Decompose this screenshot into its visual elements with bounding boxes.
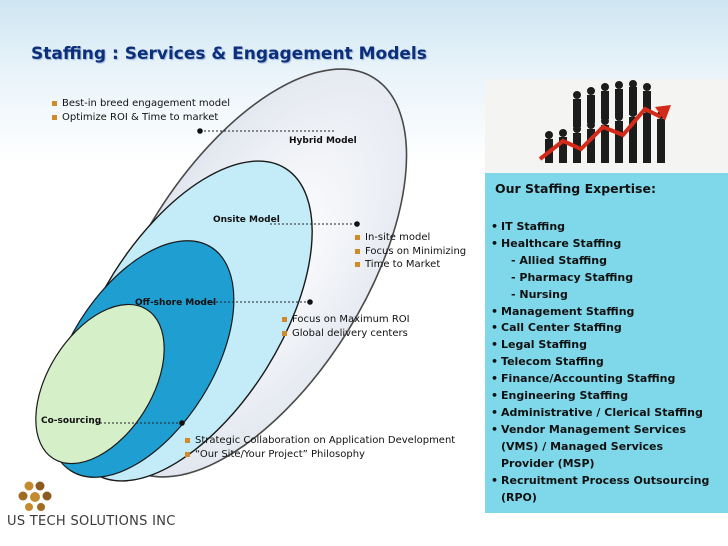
list-item: Engineering Staffing: [491, 388, 709, 405]
hybrid-model-label: Hybrid Model: [289, 136, 357, 146]
company-logo-name: US TECH SOLUTIONS INC: [7, 514, 176, 529]
list-item: Optimize ROI & Time to market: [52, 111, 230, 125]
offshore-model-label: Off-shore Model: [135, 298, 217, 308]
logo-dots-icon: [18, 481, 52, 511]
company-logo: [18, 481, 52, 511]
people-silhouettes: [545, 80, 665, 163]
cosourcing-label: Co-sourcing: [41, 416, 102, 426]
onsite-model-label: Onsite Model: [213, 215, 280, 225]
list-item: Administrative / Clerical Staffing: [491, 405, 709, 422]
list-item: Focus on Minimizing: [355, 245, 466, 259]
list-item: (VMS) / Managed Services: [501, 439, 664, 453]
cosourcing-ellipse: [35, 303, 165, 465]
list-item: Recruitment Process Outsourcing: [491, 473, 709, 490]
list-item: Healthcare Staffing: [491, 236, 709, 253]
onsite-points-list: In-site model Focus on Minimizing Time t…: [355, 231, 466, 272]
expertise-list: IT Staffing Healthcare Staffing - Allied…: [491, 219, 709, 506]
list-item: Management Staffing: [491, 304, 709, 321]
list-item: Global delivery centers: [282, 327, 410, 341]
staffing-photo: [485, 79, 728, 173]
onsite-connector-dot: [354, 221, 360, 227]
list-item: Call Center Staffing: [491, 320, 709, 337]
list-item: - Allied Staffing: [511, 253, 607, 267]
list-item: Time to Market: [355, 258, 466, 272]
list-item: Strategic Collaboration on Application D…: [185, 434, 455, 448]
hybrid-points-list: Best-in breed engagement model Optimize …: [52, 97, 230, 124]
growth-arrow-head: [655, 105, 671, 121]
list-item: - Nursing: [511, 287, 568, 301]
list-item: IT Staffing: [491, 219, 709, 236]
list-item: Legal Staffing: [491, 337, 709, 354]
hybrid-connector-dot: [197, 128, 203, 134]
expertise-heading: Our Staffing Expertise:: [495, 181, 656, 196]
offshore-connector-dot: [307, 299, 313, 305]
list-item: Telecom Staffing: [491, 354, 709, 371]
list-item: Finance/Accounting Staffing: [491, 371, 709, 388]
list-item: In-site model: [355, 231, 466, 245]
list-item: (RPO): [501, 490, 537, 504]
slide-title: Staffing : Services & Engagement Models: [31, 44, 427, 64]
growth-arrow-line: [538, 106, 662, 161]
list-item: “Our Site/Your Project” Philosophy: [185, 448, 455, 462]
cosourcing-points-list: Strategic Collaboration on Application D…: [185, 434, 455, 461]
growth-arrow-illustration: [538, 80, 671, 163]
list-item: Focus on Maximum ROI: [282, 313, 410, 327]
list-item: - Pharmacy Staffing: [511, 270, 634, 284]
list-item: Best-in breed engagement model: [52, 97, 230, 111]
cosourcing-connector-dot: [179, 420, 185, 426]
offshore-points-list: Focus on Maximum ROI Global delivery cen…: [282, 313, 410, 340]
list-item: Provider (MSP): [501, 456, 595, 470]
list-item: Vendor Management Services: [491, 422, 709, 439]
